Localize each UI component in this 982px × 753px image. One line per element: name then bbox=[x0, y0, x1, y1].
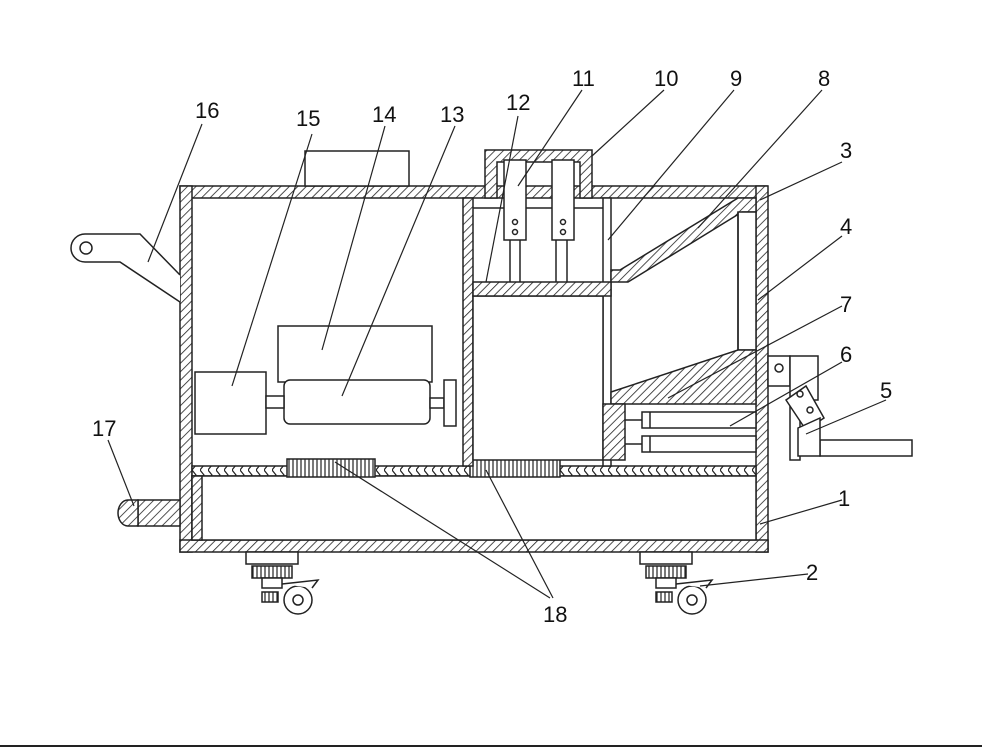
cutter-left bbox=[503, 159, 527, 241]
label-11: 11 bbox=[572, 66, 595, 91]
lever-pin-b bbox=[806, 406, 814, 414]
label-1: 1 bbox=[838, 486, 850, 511]
cutter-right-hole-b bbox=[559, 228, 567, 236]
cylinder-lower bbox=[641, 435, 757, 453]
housing-14 bbox=[277, 325, 433, 383]
caster-right bbox=[639, 551, 714, 615]
cylinder-upper bbox=[641, 411, 757, 429]
flange-right bbox=[443, 379, 457, 427]
label-18: 18 bbox=[543, 602, 567, 627]
door-bracket-hole bbox=[774, 363, 784, 373]
cutter-right-hole-a bbox=[559, 218, 567, 226]
label-5: 5 bbox=[880, 378, 892, 403]
slanted-chute-8 bbox=[610, 197, 757, 283]
label-10: 10 bbox=[654, 66, 678, 91]
label-17: 17 bbox=[92, 416, 116, 441]
roller-13 bbox=[283, 379, 431, 425]
filter-screen-right bbox=[469, 458, 561, 478]
label-13: 13 bbox=[440, 102, 464, 127]
crushing-box bbox=[472, 295, 604, 461]
shaft-right bbox=[429, 397, 445, 409]
cutter-left-hole-b bbox=[511, 228, 519, 236]
housing-top-wall bbox=[179, 185, 768, 199]
label-7: 7 bbox=[840, 292, 852, 317]
cutter-left-hole-a bbox=[511, 218, 519, 226]
label-2: 2 bbox=[806, 560, 818, 585]
door-flap bbox=[797, 416, 821, 457]
leader-lines bbox=[107, 89, 887, 599]
outlet-4 bbox=[737, 211, 757, 351]
label-14: 14 bbox=[372, 102, 396, 127]
label-15: 15 bbox=[296, 106, 320, 131]
callout-labels: 16 15 14 13 12 11 10 9 8 3 4 7 6 5 1 2 1… bbox=[92, 66, 892, 627]
housing-right-wall bbox=[755, 185, 769, 553]
machine-body bbox=[70, 149, 913, 615]
handle-hole bbox=[79, 241, 93, 255]
housing-left-wall bbox=[179, 185, 193, 553]
label-3: 3 bbox=[840, 138, 852, 163]
cutter-right bbox=[551, 159, 575, 241]
plate-12 bbox=[472, 281, 612, 297]
label-9: 9 bbox=[730, 66, 742, 91]
wedge-7 bbox=[610, 349, 757, 405]
filter-screen-left bbox=[286, 458, 376, 478]
bottom-border-line bbox=[0, 745, 982, 747]
base-inner bbox=[191, 475, 757, 541]
label-16: 16 bbox=[195, 98, 219, 123]
base-left-wall bbox=[191, 475, 203, 541]
caster-left bbox=[245, 551, 320, 615]
top-block bbox=[304, 150, 410, 187]
lever-pin-a bbox=[796, 390, 804, 398]
label-8: 8 bbox=[818, 66, 830, 91]
drain-pipe-cap bbox=[117, 499, 139, 527]
drain-pipe bbox=[137, 499, 181, 527]
motor-box-15 bbox=[194, 371, 267, 435]
discharge-plate-5 bbox=[819, 439, 913, 457]
cylinder-frame bbox=[602, 403, 626, 461]
label-6: 6 bbox=[840, 342, 852, 367]
label-4: 4 bbox=[840, 214, 852, 239]
label-12: 12 bbox=[506, 90, 530, 115]
middle-partition bbox=[462, 197, 474, 467]
shaft-left bbox=[265, 395, 285, 409]
